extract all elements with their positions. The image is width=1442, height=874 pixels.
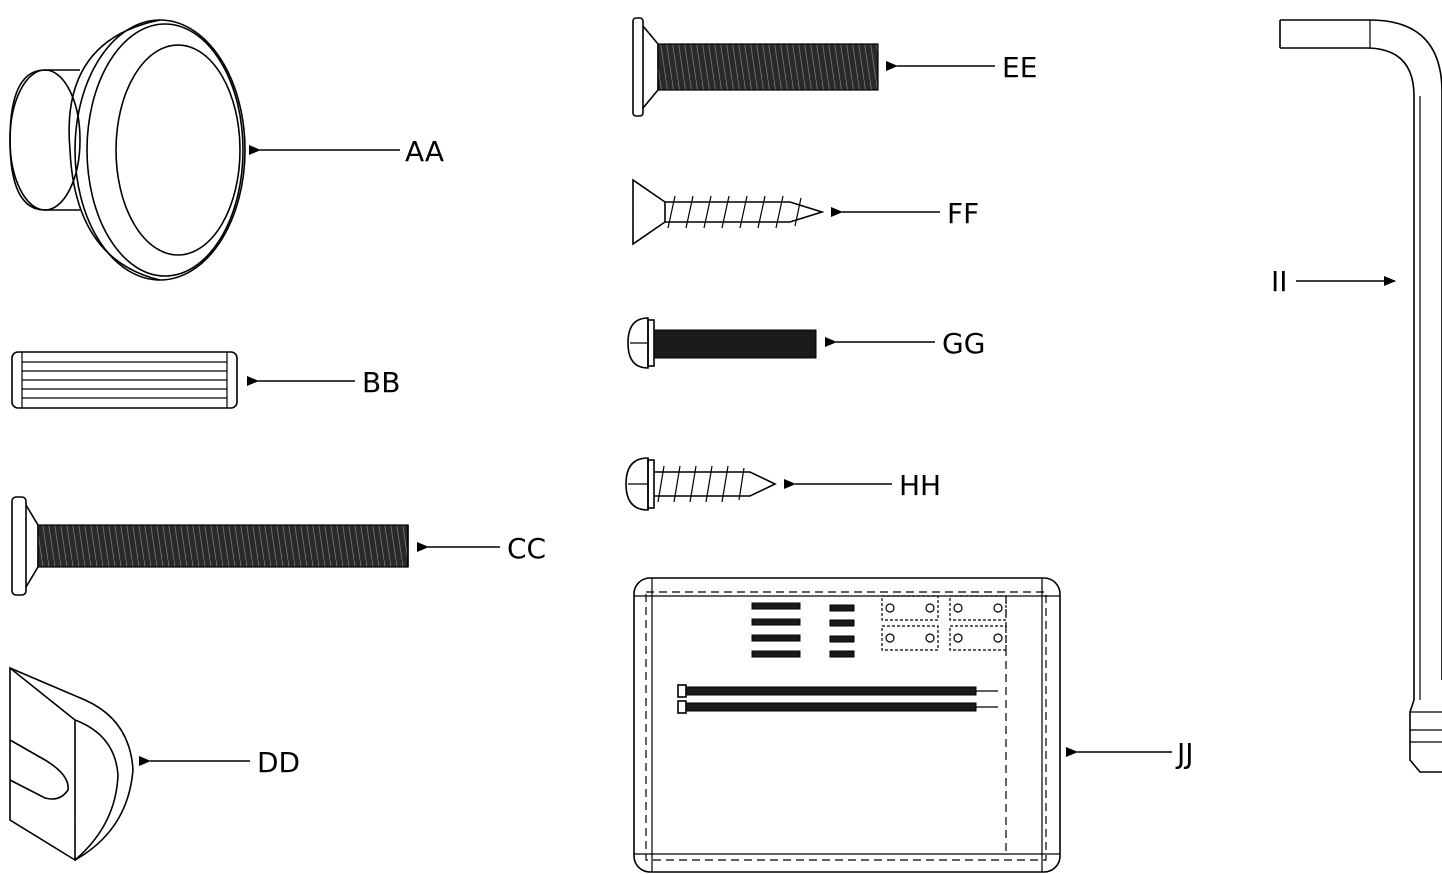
callout-ff: FF xyxy=(831,197,979,230)
callout-cc: CC xyxy=(417,532,546,565)
label-ii: II xyxy=(1271,265,1288,298)
pack-bolts xyxy=(677,684,998,714)
callout-ii: II xyxy=(1271,265,1396,298)
callout-jj: JJ xyxy=(1066,737,1194,770)
label-hh: HH xyxy=(899,469,941,502)
pack-screws-long xyxy=(751,602,801,658)
part-ff-screw xyxy=(632,178,825,246)
callout-hh: HH xyxy=(784,469,941,502)
part-ii-wrench xyxy=(1279,19,1442,773)
callout-aa: AA xyxy=(249,135,444,168)
label-cc: CC xyxy=(507,532,546,565)
callout-ee: EE xyxy=(886,51,1037,84)
pack-screws-short xyxy=(829,604,855,658)
label-jj: JJ xyxy=(1175,737,1194,770)
label-ff: FF xyxy=(947,197,979,230)
label-dd: DD xyxy=(257,746,300,779)
label-bb: BB xyxy=(362,366,400,399)
label-ee: EE xyxy=(1002,51,1037,84)
part-gg-screw xyxy=(627,317,817,369)
callout-gg: GG xyxy=(825,327,985,360)
part-cc-long-bolt xyxy=(11,496,409,596)
pack-cams xyxy=(881,595,1007,651)
part-dd-block xyxy=(9,666,134,862)
callout-dd: DD xyxy=(139,746,300,779)
label-gg: GG xyxy=(942,327,985,360)
label-aa: AA xyxy=(405,135,444,168)
callout-bb: BB xyxy=(247,366,400,399)
part-hh-screw xyxy=(625,457,777,511)
part-ee-bolt xyxy=(632,17,879,117)
part-bb-dowel xyxy=(11,351,238,409)
part-aa-knob xyxy=(9,19,246,281)
part-jj-pack xyxy=(633,577,1061,873)
